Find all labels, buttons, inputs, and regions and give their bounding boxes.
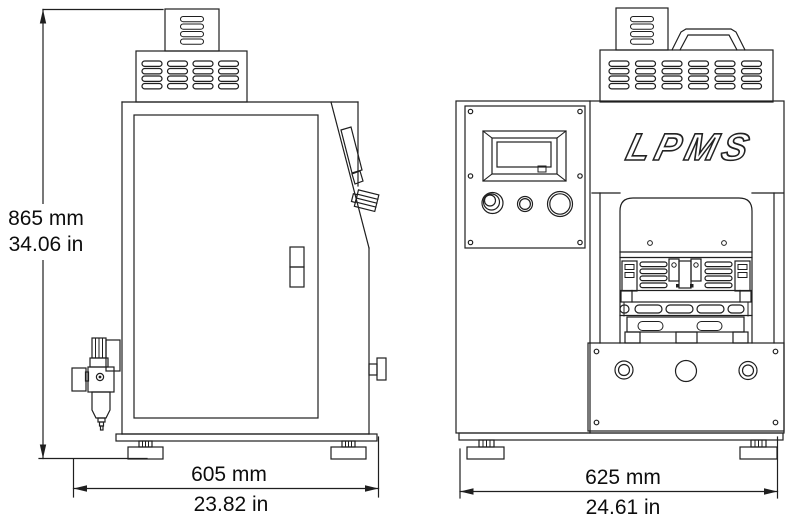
- base-panel: [587, 342, 785, 432]
- front-base-strip: [458, 432, 784, 441]
- mid-platen: [620, 289, 752, 303]
- side-cabinet: [121, 101, 370, 435]
- front-vent-grille: [599, 49, 774, 103]
- upper-heater-slats: [639, 261, 733, 289]
- side-base-strip: [115, 433, 378, 442]
- control-panel: [464, 105, 586, 249]
- dimension-lines: [38, 8, 779, 499]
- press-opening: [619, 197, 753, 344]
- panel-screws: [467, 108, 583, 246]
- large-push-button: [546, 190, 574, 218]
- height-mm-value: 865 mm: [8, 207, 84, 230]
- lpms-logo: LPMS: [622, 127, 758, 169]
- side-exhaust-chimney: [164, 8, 220, 52]
- side-vent-grille: [135, 50, 248, 103]
- side-view-drawing: [71, 8, 387, 460]
- height-in-value: 34.06 in: [8, 233, 84, 256]
- width-dimension-mm-label: 625 mm: [585, 466, 661, 489]
- front-right-foot: [739, 439, 778, 460]
- width-dimension-in-label: 24.61 in: [585, 496, 661, 519]
- side-left-foot: [127, 440, 164, 460]
- front-exhaust-chimney: [615, 7, 669, 51]
- base-panel-ports: [614, 359, 758, 383]
- regulator-bracket: [71, 367, 87, 392]
- front-left-foot: [466, 439, 505, 460]
- press-mechanism: [619, 240, 753, 344]
- side-right-foot: [330, 440, 367, 460]
- carry-handle: [671, 28, 746, 51]
- front-view-drawing: LPMS: [455, 7, 785, 460]
- small-push-button: [516, 195, 534, 213]
- bottom-platen: [626, 316, 745, 333]
- side-knob: [368, 357, 387, 381]
- side-door: [133, 114, 319, 419]
- lower-heater-slats: [619, 304, 745, 314]
- air-regulator-unit: [71, 337, 121, 431]
- console-clamp-knob: [350, 189, 380, 213]
- depth-dimension-mm-label: 605 mm: [191, 463, 267, 486]
- side-door-handle: [289, 246, 305, 288]
- nozzle-block: [668, 258, 702, 289]
- depth-dimension-in-label: 23.82 in: [193, 493, 269, 516]
- display-screen: [482, 130, 567, 182]
- emergency-stop-button: [481, 191, 504, 215]
- console-latch-handle: [340, 126, 364, 185]
- height-dimension-label: 865 mm 34.06 in: [0, 204, 92, 260]
- press-frame: [591, 192, 784, 344]
